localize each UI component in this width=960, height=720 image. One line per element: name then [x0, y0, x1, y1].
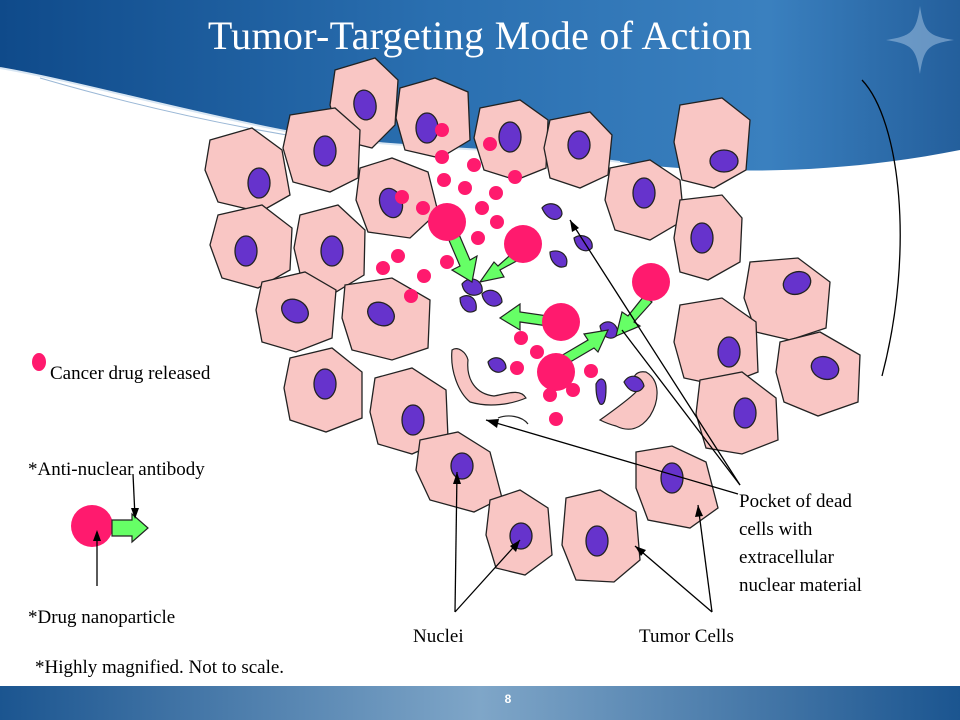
- fragment: [595, 378, 607, 405]
- cell: [673, 97, 751, 189]
- drug-dot-icon: [510, 361, 524, 375]
- nucleus-icon: [585, 525, 609, 557]
- drug-dot-icon: [391, 249, 405, 263]
- pointer-lines: [454, 79, 901, 613]
- nanoparticle-icon: [632, 263, 670, 301]
- nucleus-icon: [567, 130, 591, 160]
- nucleus-icon: [733, 397, 757, 429]
- cell: [204, 127, 291, 213]
- nucleus-icon: [810, 355, 840, 381]
- legend-antibody: *Anti-nuclear antibody: [28, 459, 205, 480]
- nucleus-icon: [401, 404, 425, 436]
- nucleus-icon: [313, 368, 337, 400]
- drug-dot-icon: [549, 412, 563, 426]
- antibody-arrow-icon: [615, 295, 653, 338]
- label-pocket: Pocket of dead cells with extracellular …: [739, 488, 862, 600]
- nucleus-icon: [717, 336, 741, 368]
- nucleus-icon: [415, 112, 439, 144]
- antibody-arrow-icon: [111, 512, 149, 544]
- cell: [743, 257, 831, 341]
- drug-dot-icon: [584, 364, 598, 378]
- drug-dot-icon: [475, 201, 489, 215]
- nanoparticle-icon: [542, 303, 580, 341]
- drug-dot-icon: [543, 388, 557, 402]
- drug-dots: [376, 123, 598, 426]
- fragment: [549, 250, 568, 268]
- nucleus-icon: [690, 222, 714, 254]
- page-number: 8: [504, 692, 512, 706]
- drug-dot-icon: [440, 255, 454, 269]
- antibody-arrow-icon: [498, 302, 549, 332]
- fragment: [487, 357, 507, 373]
- nucleus-icon: [320, 235, 344, 267]
- footnote: *Highly magnified. Not to scale.: [35, 657, 285, 678]
- drug-dot-icon: [530, 345, 544, 359]
- fragment: [481, 289, 503, 307]
- drug-dot-icon: [437, 173, 451, 187]
- nucleus-icon: [498, 121, 522, 153]
- fragment: [541, 203, 563, 220]
- drug-nanoparticles: [428, 203, 670, 391]
- nanoparticle-icon: [71, 505, 113, 547]
- nucleus-icon: [660, 462, 684, 494]
- drug-dot-icon: [514, 331, 528, 345]
- label-pocket-line: Pocket of dead: [739, 491, 852, 512]
- drug-dot-icon: [404, 289, 418, 303]
- nucleus-icon: [247, 167, 271, 199]
- nucleus-icon: [509, 522, 533, 550]
- drug-dot-icon: [417, 269, 431, 283]
- drug-dot-icon: [435, 123, 449, 137]
- drug-dot-icon: [435, 150, 449, 164]
- label-tumor-cells: Tumor Cells: [639, 626, 734, 647]
- drug-dot-icon: [376, 261, 390, 275]
- nucleus-icon: [281, 298, 309, 324]
- fragment: [623, 375, 645, 393]
- legend-drug-released: Cancer drug released: [50, 363, 211, 384]
- antibody-arrow-icon: [447, 231, 478, 283]
- drug-dot-icon: [489, 186, 503, 200]
- legend-graphics: [32, 353, 149, 586]
- nucleus-icon: [709, 149, 739, 173]
- drug-dot-icon: [483, 137, 497, 151]
- nucleus-icon: [782, 270, 812, 296]
- nucleus-icon: [234, 235, 258, 267]
- drug-dot-icon: [32, 353, 46, 371]
- label-nuclei: Nuclei: [413, 626, 464, 647]
- nanoparticle-icon: [428, 203, 466, 241]
- nucleus-icon: [353, 89, 377, 121]
- slide-title: Tumor-Targeting Mode of Action: [207, 13, 753, 58]
- fragment: [573, 235, 593, 252]
- footer-bar: [0, 686, 960, 720]
- drug-dot-icon: [490, 215, 504, 229]
- legend-nanoparticle: *Drug nanoparticle: [28, 607, 176, 628]
- label-pocket-line: nuclear material: [739, 575, 862, 596]
- drug-dot-icon: [508, 170, 522, 184]
- nanoparticle-icon: [504, 225, 542, 263]
- star-icon: [886, 6, 954, 74]
- drug-dot-icon: [416, 201, 430, 215]
- nucleus-icon: [367, 301, 395, 327]
- drug-dot-icon: [395, 190, 409, 204]
- label-pocket-line: cells with: [739, 519, 813, 540]
- cell: [673, 297, 759, 387]
- label-pocket-line: extracellular: [739, 547, 834, 568]
- nucleus-icon: [632, 177, 656, 209]
- nucleus-icon: [313, 135, 337, 167]
- drug-dot-icon: [458, 181, 472, 195]
- drug-dot-icon: [467, 158, 481, 172]
- drug-dot-icon: [566, 383, 580, 397]
- fragment: [459, 295, 477, 313]
- nucleus-icon: [450, 452, 474, 480]
- drug-dot-icon: [471, 231, 485, 245]
- pointer-arrowheads: [453, 220, 703, 556]
- nanoparticle-icon: [537, 353, 575, 391]
